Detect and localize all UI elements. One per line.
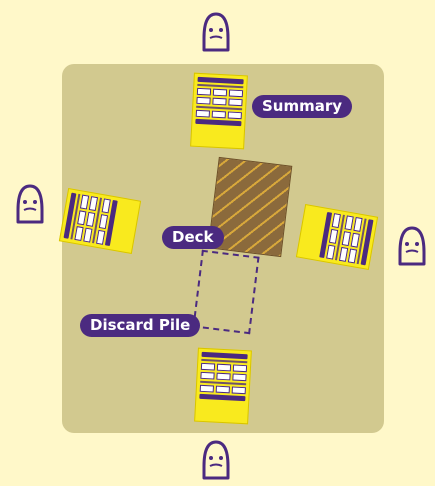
player-right-avatar-icon — [398, 226, 426, 266]
summary-label: Summary — [252, 95, 353, 118]
deck-label: Deck — [162, 226, 224, 249]
summary-card-bottom[interactable] — [194, 347, 252, 425]
summary-card-top[interactable] — [190, 72, 248, 150]
player-bottom-avatar-icon — [202, 440, 230, 480]
player-top-avatar-icon — [202, 12, 230, 52]
discard-pile-label: Discard Pile — [80, 314, 201, 337]
discard-pile-slot[interactable] — [192, 249, 260, 335]
player-left-avatar-icon — [16, 184, 44, 224]
